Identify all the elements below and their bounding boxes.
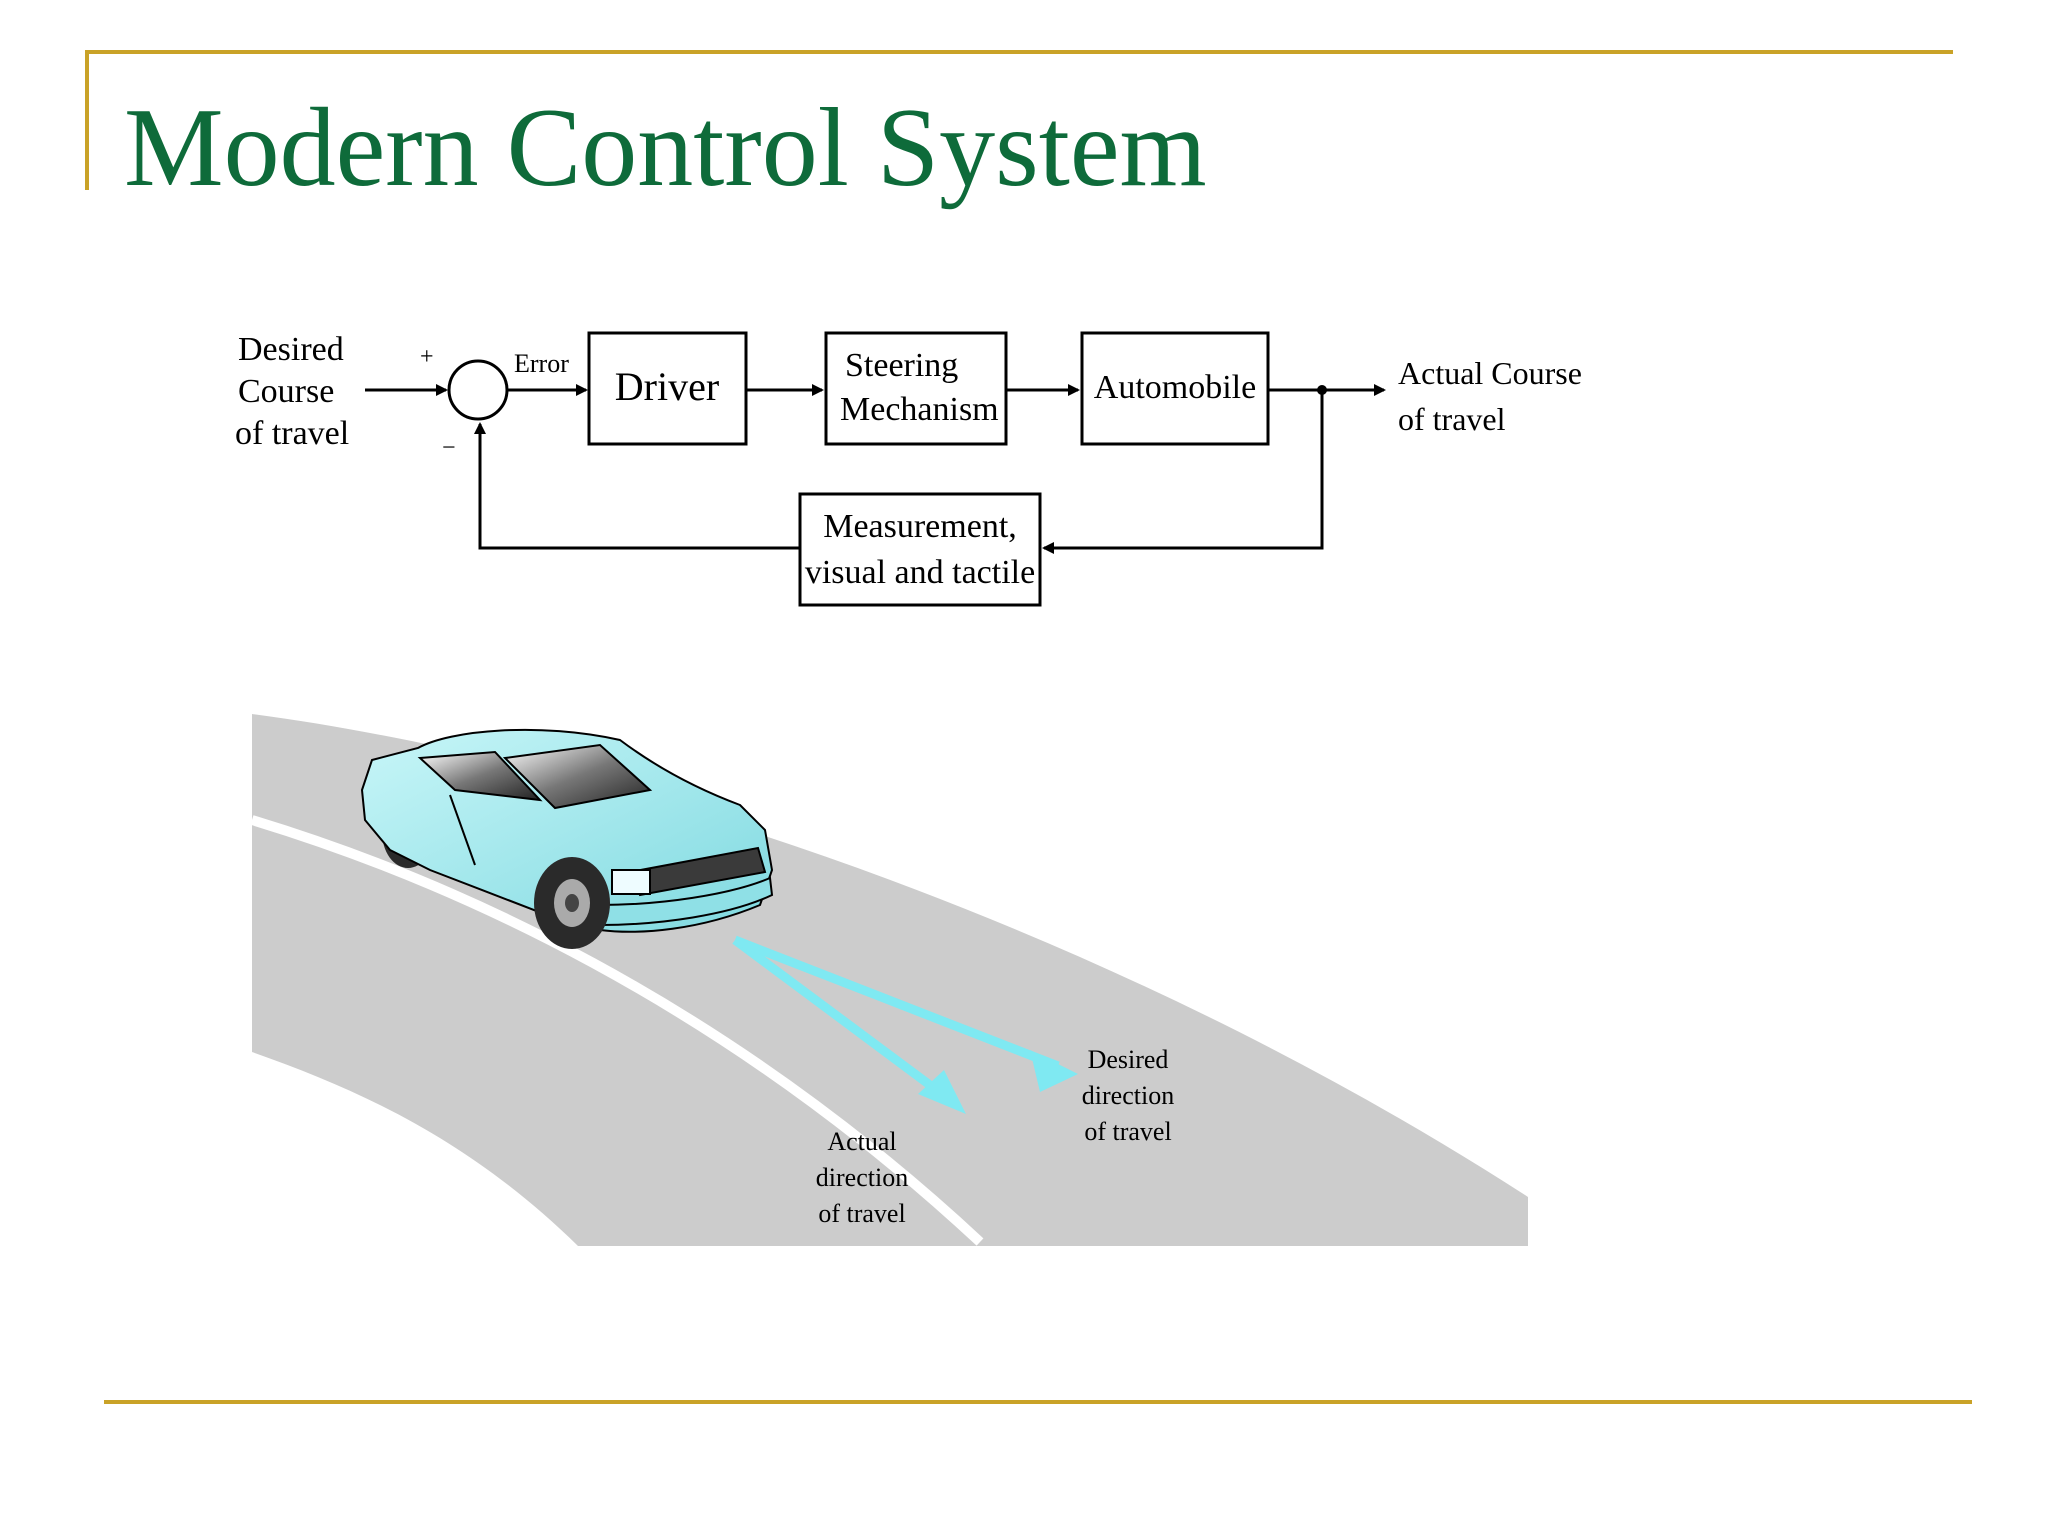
input-label-line1: Desired — [238, 331, 344, 368]
input-label-line2: Course — [238, 373, 334, 410]
lane-marking — [250, 815, 984, 1246]
car-windshield — [502, 743, 653, 810]
driver-block — [587, 331, 748, 446]
summing-junction — [447, 359, 509, 421]
measurement-block-label-line1: Measurement, — [823, 508, 1017, 545]
steering-block — [824, 331, 1008, 446]
desired-direction-label-line1: Desired — [1088, 1045, 1169, 1074]
direction-arrows — [732, 935, 1078, 1114]
actual-direction-arrow — [732, 936, 953, 1104]
output-label-line1: Actual Course — [1398, 355, 1582, 391]
car — [360, 728, 774, 949]
input-label-line3: of travel — [235, 415, 349, 452]
actual-direction-label-line3: of travel — [818, 1199, 905, 1228]
block-diagram: Desired Course of travel + − Error Drive… — [235, 331, 1582, 607]
measurement-block-label-line2: visual and tactile — [805, 554, 1035, 591]
car-headlight — [611, 869, 651, 895]
measurement-block — [798, 492, 1042, 607]
automobile-block-label: Automobile — [1094, 369, 1256, 406]
bottom-rule — [104, 1400, 1972, 1404]
output-label-line2: of travel — [1398, 401, 1506, 437]
actual-direction-label-line1: Actual — [827, 1127, 896, 1156]
error-label: Error — [514, 349, 569, 378]
car-side-window — [417, 750, 543, 802]
plus-sign: + — [420, 344, 434, 370]
slide-title: Modern Control System — [124, 86, 1207, 210]
feedback-line-to-measurement — [1042, 390, 1324, 554]
top-rule — [85, 50, 1953, 54]
desired-direction-label-line2: direction — [1082, 1081, 1174, 1110]
steering-block-label-line1: Steering — [845, 347, 958, 384]
desired-direction-arrow — [733, 935, 1060, 1071]
road-illustration: Desired direction of travel Actual direc… — [250, 714, 1528, 1246]
left-rule — [85, 50, 89, 190]
actual-direction-label-line2: direction — [816, 1163, 908, 1192]
steering-block-label-line2: Mechanism — [840, 391, 999, 428]
minus-sign: − — [442, 435, 456, 461]
feedback-line-to-junction — [474, 422, 800, 550]
desired-direction-label-line3: of travel — [1084, 1117, 1171, 1146]
driver-block-label: Driver — [615, 364, 719, 409]
automobile-block — [1080, 331, 1270, 446]
